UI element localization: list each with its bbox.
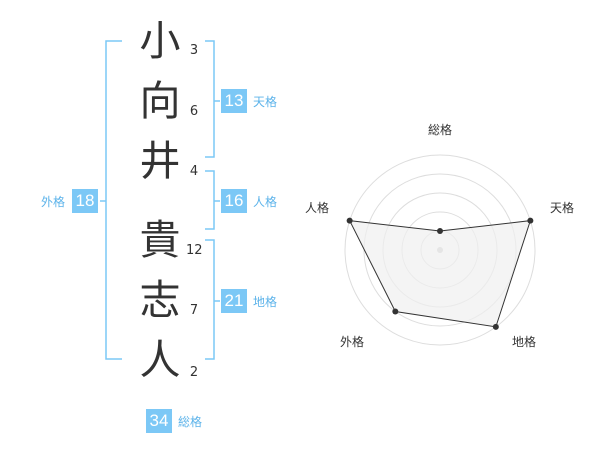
radar-series-polygon [348, 220, 532, 328]
tenkaku-value-badge: 13 [221, 89, 247, 113]
radar-axis-label-gaikaku: 外格 [340, 335, 365, 349]
chikaku-bracket [205, 239, 220, 360]
tenkaku-label: 天格 [253, 95, 278, 109]
gaikaku-value-badge: 18 [72, 189, 98, 213]
radar-point [492, 323, 499, 330]
name-char-6: 人 [139, 336, 181, 384]
chikaku-label: 地格 [253, 295, 278, 309]
soukaku-label: 総格 [178, 415, 203, 429]
gaikaku-label: 外格 [41, 195, 66, 209]
stroke-count-6: 2 [189, 365, 199, 380]
radar-grid-ring [344, 154, 536, 346]
soukaku-value-badge: 34 [146, 409, 172, 433]
stroke-count-4: 12 [186, 243, 203, 258]
gaikaku-bracket [100, 40, 122, 360]
radar-axis-label-jinkaku: 人格 [305, 201, 330, 215]
jinkaku-label: 人格 [253, 195, 278, 209]
jinkaku-value-badge: 16 [221, 189, 247, 213]
jinkaku-bracket [205, 170, 220, 230]
radar-axis-label-chikaku: 地格 [512, 335, 537, 349]
radar-point [437, 228, 443, 234]
radar-axis-label-soukaku: 総格 [428, 123, 453, 137]
radar-point [346, 217, 353, 224]
radar-point [392, 308, 399, 315]
chikaku-value-badge: 21 [221, 289, 247, 313]
stroke-count-2: 6 [189, 104, 199, 119]
name-char-1: 小 [139, 17, 181, 65]
name-char-5: 志 [139, 276, 181, 324]
radar-axis-label-tenkaku: 天格 [550, 201, 575, 215]
name-char-2: 向 [139, 77, 181, 125]
name-char-3: 井 [139, 137, 181, 185]
stroke-count-1: 3 [189, 43, 199, 58]
radar-point [527, 217, 534, 224]
stroke-count-5: 7 [189, 303, 199, 318]
tenkaku-bracket [205, 40, 220, 158]
name-char-4: 貴 [139, 216, 181, 264]
stroke-count-3: 4 [189, 164, 199, 179]
